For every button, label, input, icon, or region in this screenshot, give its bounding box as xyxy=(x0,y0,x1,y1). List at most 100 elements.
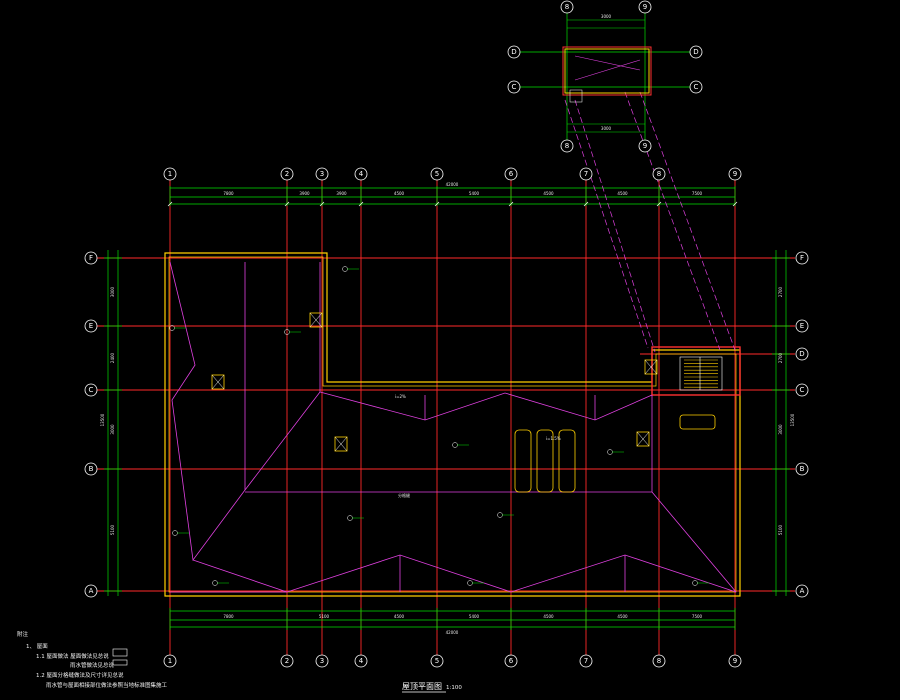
roof-equipment-0 xyxy=(211,374,225,390)
roof-drain-2 xyxy=(342,266,348,272)
skylight-1 xyxy=(536,429,554,493)
inset-dim-bottom: 3000 xyxy=(601,126,612,131)
inset-outline xyxy=(564,48,650,94)
notes-heading: 附注 xyxy=(17,630,29,638)
axis-bubble-left-F-label: F xyxy=(89,254,93,262)
bottom-dim-seg-1: 5100 xyxy=(319,614,330,619)
axis-bubble-bottom-6-label: 6 xyxy=(509,657,514,665)
axis-bubble-top-3-label: 3 xyxy=(320,170,324,178)
dimension-texts: 42000 7800 3900 3900 4500 5400 4500 4500 7500 420… xyxy=(100,14,795,635)
roof-equipment-x2-2 xyxy=(334,436,348,452)
axis-bubble-left-E-label: E xyxy=(89,322,93,330)
ridge-line-3 xyxy=(245,395,653,493)
axis-bubble-top-4-circle xyxy=(354,167,368,181)
axis-bubble-bottom-8-circle xyxy=(652,654,666,668)
top-dim-seg-2: 3900 xyxy=(336,191,347,196)
left-dim-total: 13500 xyxy=(100,413,105,426)
dimension-lines xyxy=(104,19,790,630)
axis-bubble-bottom-9-circle xyxy=(728,654,742,668)
roof-equipment-x2-4 xyxy=(644,359,658,375)
bottom-dim-seg-6: 7500 xyxy=(692,614,703,619)
ridge-line-1 xyxy=(244,262,321,491)
drawing-title: 屋顶平面图 1:100 xyxy=(402,682,462,693)
right-dim-seg-1: 2700 xyxy=(778,352,783,363)
top-dim-slash-1 xyxy=(284,201,290,207)
notes-item1-1: 1.1 屋面做法 屋面做法见总说 xyxy=(36,652,109,660)
inset-bubble-top-9-circle xyxy=(638,0,652,14)
axis-bubble-right-F-label: F xyxy=(800,254,804,262)
top-dim-total: 42000 xyxy=(446,182,459,187)
inset-bubble-right-C-label: C xyxy=(694,83,699,91)
top-dim-slash-7 xyxy=(656,201,662,207)
left-dim-seg-2: 3000 xyxy=(110,424,115,435)
axis-bubble-left-C-label: C xyxy=(89,386,94,394)
ridge-line-2 xyxy=(319,391,653,421)
right-dim-seg-0: 2700 xyxy=(778,286,783,297)
top-dim-slash-8 xyxy=(732,201,738,207)
inner-wall xyxy=(168,256,737,593)
skylight-2 xyxy=(558,429,576,493)
bottom-dim-total: 42000 xyxy=(446,630,459,635)
axis-bubble-left-C-circle xyxy=(84,383,98,397)
skylight-0 xyxy=(514,429,532,493)
inset-ridge-2 xyxy=(574,59,641,81)
inset-leader-1 xyxy=(574,99,656,353)
center-note: 分格缝 xyxy=(398,492,410,498)
roof-drain-3 xyxy=(452,442,458,448)
top-dim-seg-1: 3900 xyxy=(299,191,310,196)
axis-bubble-top-7-label: 7 xyxy=(584,170,588,178)
inset-hatch xyxy=(569,89,583,103)
top-dim-seg-6: 4500 xyxy=(617,191,628,196)
legend-box-1 xyxy=(112,648,128,657)
axis-bubble-bottom-3-circle xyxy=(315,654,329,668)
axis-bubble-bottom-2-label: 2 xyxy=(285,657,289,665)
bottom-dim-seg-5: 4500 xyxy=(617,614,628,619)
top-dim-slash-0 xyxy=(167,201,173,207)
notes-item1: 1、 屋面 xyxy=(26,643,48,650)
ridge-line-8 xyxy=(192,559,288,593)
axis-bubble-top-9-label: 9 xyxy=(733,170,737,178)
axis-bubble-bottom-3-label: 3 xyxy=(320,657,324,665)
inset-parapet xyxy=(562,46,652,96)
bottom-dim-seg-3: 5400 xyxy=(469,614,480,619)
roof-details xyxy=(169,46,723,586)
axis-bubble-top-1-label: 1 xyxy=(168,170,172,178)
roof-drain-8 xyxy=(212,580,218,586)
axis-bubble-right-C-label: C xyxy=(800,386,805,394)
inset-bubble-top-9-label: 9 xyxy=(643,3,647,11)
left-dim-seg-0: 3000 xyxy=(110,286,115,297)
axis-bubble-bottom-9-label: 9 xyxy=(733,657,737,665)
left-dim-seg-1: 2400 xyxy=(110,352,115,363)
roof-drain-10 xyxy=(692,580,698,586)
axis-bubble-right-D-circle xyxy=(795,347,809,361)
notes-item1-2b: 雨水管与屋面相接部位做法参照当地标准图集施工 xyxy=(46,681,168,689)
inset-bubble-left-D-circle xyxy=(507,45,521,59)
inset-bubble-bottom-8-label: 8 xyxy=(565,142,569,150)
inset-bubble-right-D-circle xyxy=(689,45,703,59)
right-dim-total: 13500 xyxy=(790,413,795,426)
axis-bubble-bottom-2-circle xyxy=(280,654,294,668)
roof-equipment-1 xyxy=(309,312,323,328)
outer-wall xyxy=(164,252,741,597)
roof-equipment-4 xyxy=(644,359,658,375)
axis-bubble-right-B-circle xyxy=(795,462,809,476)
axis-bubble-right-E-label: E xyxy=(800,322,804,330)
left-dim-seg-3: 5100 xyxy=(110,524,115,535)
ridge-line-0 xyxy=(169,261,246,562)
top-dim-slash-5 xyxy=(508,201,514,207)
axis-bubble-bottom-5-circle xyxy=(430,654,444,668)
top-dim-seg-3: 4500 xyxy=(394,191,405,196)
roof-drain-4 xyxy=(607,449,613,455)
bottom-dim-seg-0: 7800 xyxy=(223,614,234,619)
axis-bubble-bottom-5-label: 5 xyxy=(435,657,439,665)
axis-bubble-right-A-label: A xyxy=(800,587,805,595)
axis-bubble-top-2-label: 2 xyxy=(285,170,289,178)
axis-grid-lines xyxy=(97,10,795,658)
axis-bubble-left-B-label: B xyxy=(89,465,94,473)
top-dim-slash-6 xyxy=(583,201,589,207)
axis-bubble-right-F-circle xyxy=(795,251,809,265)
skylight-east xyxy=(679,414,716,430)
inset-leader-3 xyxy=(639,91,736,351)
